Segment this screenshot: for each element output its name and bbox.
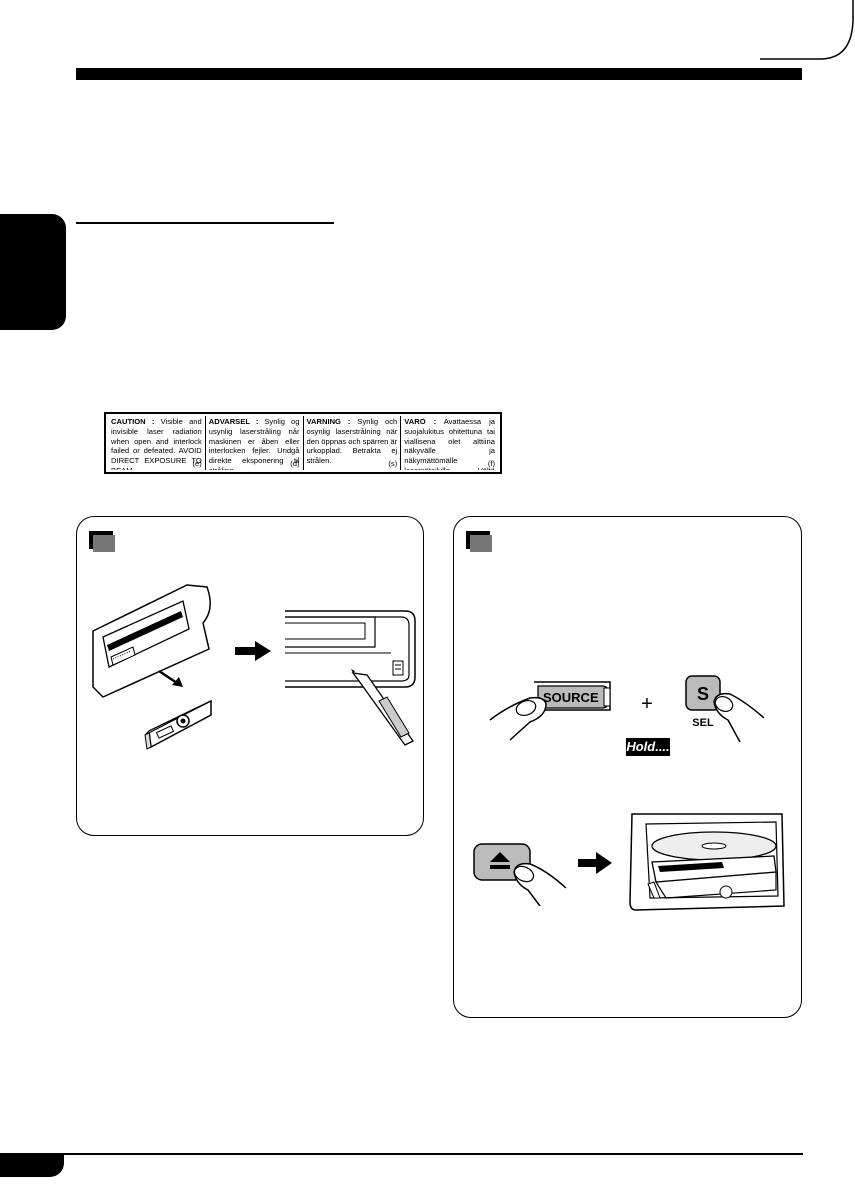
source-button-label: SOURCE xyxy=(543,690,599,705)
varning-text: Synlig och osynlig laserstrålning när de… xyxy=(306,417,398,466)
reset-button-pen-illustration xyxy=(285,610,416,746)
sel-button-illustration: S SEL xyxy=(685,675,765,743)
advarsel-heading: ADVARSEL : xyxy=(208,417,259,426)
varo-heading: VARO : xyxy=(404,417,437,426)
right-arrow-icon xyxy=(235,641,271,661)
laser-caution-swedish: VARNING : Synlig och osynlig laserstråln… xyxy=(304,416,402,470)
header-bar xyxy=(76,68,802,80)
laser-caution-english: CAUTION : Visible and invisible laser ra… xyxy=(108,416,206,470)
panel-marker-icon xyxy=(466,531,492,552)
plus-sign: + xyxy=(641,694,653,715)
laser-caution-danish: ADVARSEL : Synlig og usynlig laserstråli… xyxy=(206,416,304,470)
hold-badge: Hold.... xyxy=(626,738,670,756)
caution-heading: CAUTION : xyxy=(111,417,155,426)
page-corner-curve xyxy=(760,0,854,60)
section-heading-rule xyxy=(76,222,334,224)
eject-button-illustration xyxy=(473,843,567,906)
varning-heading: VARNING : xyxy=(306,417,351,426)
laser-caution-label: CAUTION : Visible and invisible laser ra… xyxy=(104,412,502,474)
plus-sign-text: + xyxy=(641,694,653,715)
panel-marker-icon xyxy=(89,531,115,552)
advarsel-text: Synlig og usynlig laserstråling når mask… xyxy=(208,417,300,470)
source-button-illustration: SOURCE xyxy=(489,681,611,741)
caution-text: Visible and invisible laser radiation wh… xyxy=(111,417,202,470)
page-number-tab xyxy=(0,1155,64,1177)
laser-caution-finnish: VARO : Avattaessa ja suojalukitus ohitet… xyxy=(401,416,498,470)
varo-text: Avattaessa ja suojalukitus ohitettuna ta… xyxy=(404,417,495,470)
footer-rule xyxy=(0,1153,803,1155)
reset-instruction-panel xyxy=(76,516,424,836)
sel-button-label: SEL xyxy=(692,717,714,729)
detach-control-panel-illustration xyxy=(92,584,212,750)
varning-language-code: (s) xyxy=(388,459,398,469)
varo-language-code: (f) xyxy=(487,459,495,469)
sel-button-letter: S xyxy=(697,684,709,704)
disc-ejected-illustration xyxy=(629,813,785,911)
forcibly-eject-instruction-panel xyxy=(453,516,802,1018)
advarsel-language-code: (d) xyxy=(290,459,300,469)
language-side-tab xyxy=(0,214,66,330)
right-arrow-icon xyxy=(578,852,612,874)
caution-language-code: (e) xyxy=(192,459,202,469)
